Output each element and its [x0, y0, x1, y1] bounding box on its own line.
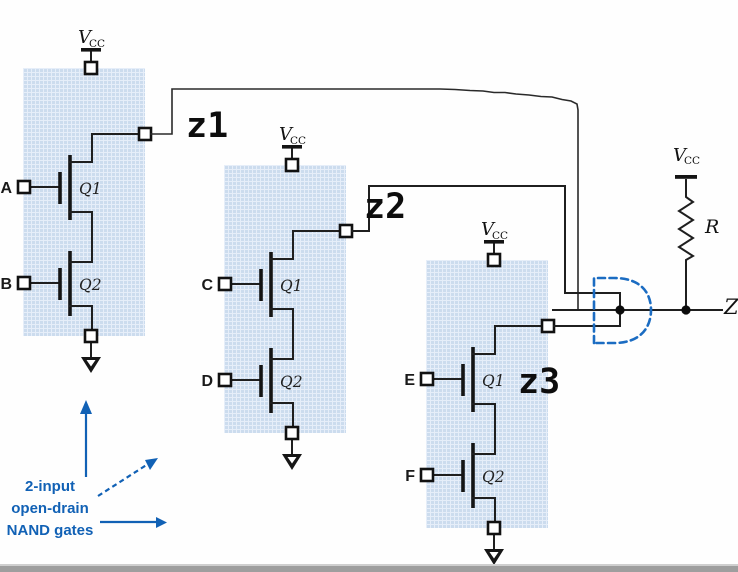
bottom-edge-highlight [0, 564, 738, 566]
annotation-arrow-right-head-icon [156, 517, 167, 528]
annotation-arrow-diagonal [97, 463, 149, 497]
gate3-inputE-terminal-pin [419, 371, 435, 387]
gate3-inputF-terminal-pin [419, 467, 435, 483]
gate1-body [23, 68, 145, 336]
resistor-label: R [704, 216, 719, 238]
gate2-q1-drain-wire [270, 230, 347, 260]
annotation-line2: open-drain [11, 500, 89, 517]
gate3-vcc-label: V [481, 219, 496, 240]
annotation-line3: NAND gates [7, 522, 94, 539]
gate3-vcc-rail-icon [484, 240, 504, 244]
pullup-vcc-sub-label: CC [684, 155, 700, 167]
gate2-inputD-label: D [201, 373, 213, 390]
net-z2-label: z2 [364, 187, 406, 227]
pullup-vcc-rail-icon [675, 175, 697, 179]
gate2-vcc-label: V [279, 124, 294, 145]
gate2-ground-icon-notch [287, 457, 297, 464]
gate2-output-terminal-pin [338, 223, 354, 239]
bottom-edge-bar [0, 566, 738, 572]
gate1-output-terminal-pin [137, 126, 153, 142]
gate1-vcc-label: V [78, 27, 93, 48]
gate3-q1q2-link-wire [472, 403, 496, 455]
annotation-arrow-up-head-icon [80, 400, 92, 414]
net-z2-wire [351, 185, 621, 311]
gate3-vcc-sub-label: CC [492, 230, 508, 242]
gate2-inputC-label: C [201, 277, 213, 294]
resistor-junction-dot [681, 305, 691, 315]
gate1-ground-icon-notch [86, 360, 96, 367]
gate1-vcc-terminal-pin [83, 60, 99, 76]
gate2-ground-terminal-pin [284, 425, 300, 441]
gate1-inputB-label: B [0, 276, 12, 293]
nand-gate-2: V CC Q1 Q2 C D [201, 124, 354, 470]
gate2-vcc-rail-icon [282, 145, 302, 149]
gate3-inputE-label: E [404, 372, 415, 389]
gate2-inputD-terminal-pin [217, 372, 233, 388]
gate2-q1-label: Q1 [280, 277, 303, 295]
wired-and-junction-dot [615, 305, 625, 315]
gate2-inputC-terminal-pin [217, 276, 233, 292]
net-z3-label: z3 [518, 362, 560, 402]
gate3-ground-icon-notch [489, 552, 499, 559]
gate3-vcc-terminal-pin [486, 252, 502, 268]
gate2-vcc-terminal-pin [284, 157, 300, 173]
output-node-label: Z [723, 295, 738, 319]
nand-gate-3: V CC Q1 Q2 E F [404, 219, 556, 565]
gate1-vcc-rail-icon [81, 48, 101, 52]
wired-and-gate-outline-icon [592, 276, 653, 345]
gate1-inputB-terminal-pin [16, 275, 32, 291]
net-z3-wire [553, 309, 621, 327]
annotation-arrow-diagonal-head-icon [145, 458, 158, 470]
gate3-ground-terminal-pin [486, 520, 502, 536]
gate3-q1-drain-wire [472, 325, 549, 355]
gate3-q1-label: Q1 [482, 372, 505, 390]
gate3-body [426, 260, 548, 528]
gate3-inputF-label: F [405, 468, 415, 485]
gate1-inputA-terminal-pin [16, 179, 32, 195]
gate1-vcc-sub-label: CC [89, 38, 105, 50]
net-z1-wire [150, 88, 579, 311]
gate1-q2-label: Q2 [79, 276, 102, 294]
gate3-output-terminal-pin [540, 318, 556, 334]
annotation-line1: 2-input [25, 478, 75, 495]
gate2-body [224, 165, 346, 433]
gate2-q2-label: Q2 [280, 373, 303, 391]
gate2-vcc-sub-label: CC [290, 135, 306, 147]
pullup-vcc-label: V [673, 145, 688, 166]
nand-gate-1: V CC Q1 Q2 A B [0, 27, 153, 373]
gate1-ground-terminal-pin [83, 328, 99, 344]
gate1-q1q2-link-wire [69, 211, 93, 263]
gate1-q1-label: Q1 [79, 180, 102, 198]
gate1-q1-drain-wire [69, 133, 146, 163]
net-z1-label: z1 [186, 106, 228, 146]
pullup-resistor-icon [677, 179, 695, 311]
gate2-q1q2-link-wire [270, 308, 294, 360]
gate3-q2-label: Q2 [482, 468, 505, 486]
gate1-inputA-label: A [0, 180, 12, 197]
